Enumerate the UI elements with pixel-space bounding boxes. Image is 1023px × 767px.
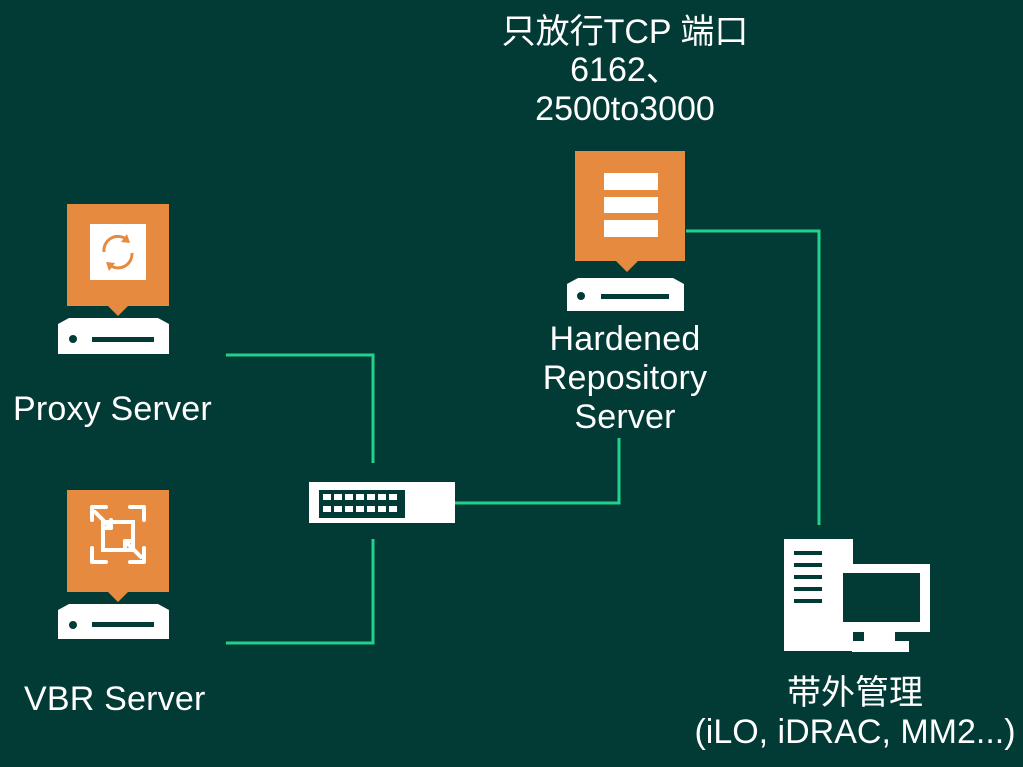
vbr-server-icon <box>58 490 169 639</box>
vbr-switch-connection <box>226 539 375 645</box>
allowed-ports-line-1: 6162、 <box>570 51 680 90</box>
proxy-server-label: Proxy Server <box>13 390 212 428</box>
switch-repository-connection <box>455 438 621 505</box>
allowed-ports-note: 只放行TCP 端口 6162、 2500to3000 <box>500 13 750 128</box>
out-of-band-management-label: 带外管理 (iLO, iDRAC, MM2...) <box>690 674 1020 753</box>
vbr-server-label: VBR Server <box>24 680 206 718</box>
hardened-repository-line-2: Repository <box>542 359 708 398</box>
hardened-repository-line-1: Hardened <box>549 320 701 358</box>
proxy-switch-connection <box>226 353 375 463</box>
hardened-repository-line-3: Server <box>574 398 676 437</box>
allowed-ports-line-2: 2500to3000 <box>535 89 715 128</box>
out-of-band-management-title: 带外管理 <box>787 674 923 712</box>
repository-server-icon <box>567 151 685 311</box>
hardened-repository-label: Hardened Repository Server <box>525 320 725 437</box>
allowed-ports-title: 只放行TCP 端口 <box>501 13 749 51</box>
network-switch-icon <box>309 482 455 523</box>
out-of-band-management-tools: (iLO, iDRAC, MM2...) <box>694 713 1016 752</box>
proxy-server-icon <box>58 204 169 354</box>
repository-management-connection <box>686 229 821 525</box>
management-workstation-icon <box>784 539 930 652</box>
